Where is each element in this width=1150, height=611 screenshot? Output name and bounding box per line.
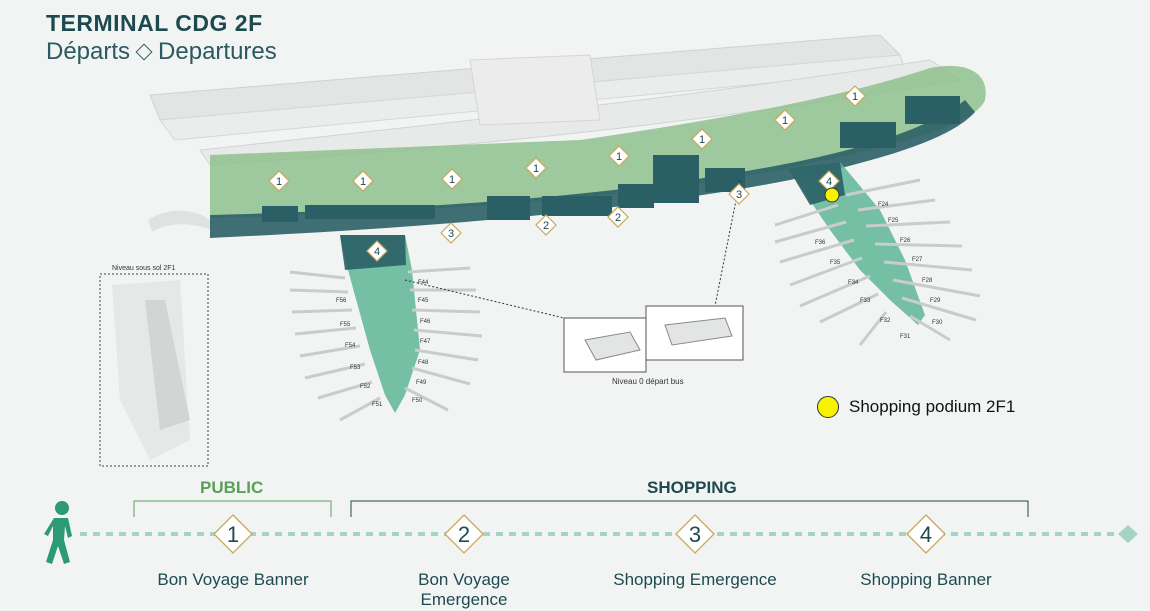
gate-label: F28 <box>922 278 933 284</box>
map-marker-1[interactable]: 1 <box>774 109 796 131</box>
timeline-end-diamond <box>1118 525 1138 543</box>
basement-inset-frame <box>99 273 209 467</box>
map-marker-1[interactable]: 1 <box>608 145 630 167</box>
map-marker-1[interactable]: 1 <box>352 170 374 192</box>
timeline-step-4: 4 <box>906 514 946 554</box>
left-pier <box>340 235 420 413</box>
gate-label: F35 <box>830 260 841 266</box>
page-subtitle: Départs Departures <box>46 38 277 66</box>
gate-label: F53 <box>350 365 361 371</box>
gate-label: F54 <box>345 343 356 349</box>
right-pier <box>788 162 925 325</box>
map-marker-4[interactable]: 4 <box>366 240 388 262</box>
map-marker-1[interactable]: 1 <box>441 168 463 190</box>
map-marker-number: 4 <box>374 246 380 258</box>
map-marker-number: 1 <box>782 115 788 127</box>
right-gate-fingers <box>774 178 981 346</box>
map-marker-number: 2 <box>543 220 549 232</box>
gate-label: F32 <box>880 318 891 324</box>
map-marker-1[interactable]: 1 <box>268 170 290 192</box>
map-markers: 111111111223344 <box>268 85 866 262</box>
gate-labels: F44 F45 F46 F47 F48 F49 F50 F56 F55 F54 … <box>336 202 943 408</box>
road-network <box>148 34 962 232</box>
legend: Shopping podium 2F1 <box>817 396 1015 418</box>
step-label-1: Bon Voyage Banner <box>157 570 309 589</box>
gate-label: F36 <box>815 240 826 246</box>
shopping-label: SHOPPING <box>647 478 737 497</box>
journey-timeline <box>80 500 1138 543</box>
gate-label: F45 <box>418 298 429 304</box>
timeline-step-number: 2 <box>458 522 470 547</box>
map-marker-number: 1 <box>449 174 455 186</box>
timeline-step-number: 3 <box>689 522 701 547</box>
gate-label: F31 <box>900 334 911 340</box>
timeline-step-2: 2 <box>444 514 484 554</box>
map-marker-number: 1 <box>699 134 705 146</box>
gate-label: F52 <box>360 384 371 390</box>
gate-label: F25 <box>888 218 899 224</box>
podium-legend-label: Shopping podium 2F1 <box>849 397 1016 416</box>
gate-label: F29 <box>930 298 941 304</box>
shopping-bracket <box>350 500 1029 517</box>
shopping-podium-marker[interactable] <box>824 187 840 203</box>
map-marker-1[interactable]: 1 <box>844 85 866 107</box>
gate-label: F46 <box>420 319 431 325</box>
map-marker-number: 3 <box>736 189 742 201</box>
page-title: TERMINAL CDG 2F <box>46 10 263 36</box>
gate-label: F44 <box>418 280 429 286</box>
map-marker-2[interactable]: 2 <box>535 214 557 236</box>
map-marker-1[interactable]: 1 <box>691 128 713 150</box>
pedestrian-icon <box>44 501 72 564</box>
public-zone <box>210 65 986 219</box>
map-marker-number: 1 <box>616 151 622 163</box>
gate-label: F49 <box>416 380 427 386</box>
gate-label: F47 <box>420 339 431 345</box>
map-marker-number: 1 <box>852 91 858 103</box>
shopping-blocks <box>262 96 960 222</box>
timeline-steps: 1 2 3 4 <box>213 514 946 554</box>
gate-label: F24 <box>878 202 889 208</box>
gate-label: F27 <box>912 257 923 263</box>
map-marker-number: 2 <box>615 212 621 224</box>
map-marker-number: 1 <box>276 176 282 188</box>
public-label: PUBLIC <box>200 478 264 497</box>
gate-label: F48 <box>418 360 429 366</box>
map-marker-number: 1 <box>360 176 366 188</box>
map-marker-number: 4 <box>826 176 832 188</box>
timeline-step-number: 1 <box>227 522 239 547</box>
gate-label: F26 <box>900 238 911 244</box>
basement-inset-label: Niveau sous sol 2F1 <box>112 265 176 272</box>
gate-label: F30 <box>932 320 943 326</box>
bus-inset-label: Niveau 0 départ bus <box>612 377 684 386</box>
gate-label: F56 <box>336 298 347 304</box>
gate-label: F34 <box>848 280 859 286</box>
map-marker-number: 3 <box>448 228 454 240</box>
map-marker-1[interactable]: 1 <box>525 157 547 179</box>
step-label-3: Shopping Emergence <box>613 570 777 589</box>
map-marker-2[interactable]: 2 <box>607 206 629 228</box>
gate-label: F51 <box>372 402 383 408</box>
step-label-4: Shopping Banner <box>860 570 992 589</box>
gate-label: F33 <box>860 298 871 304</box>
public-bracket <box>133 500 332 517</box>
map-marker-3[interactable]: 3 <box>728 183 750 205</box>
podium-legend-dot <box>817 396 839 418</box>
timeline-step-3: 3 <box>675 514 715 554</box>
bus-inset <box>563 305 744 373</box>
map-marker-number: 1 <box>533 163 539 175</box>
left-gate-fingers <box>289 266 483 422</box>
subtitle-french: Départs <box>46 38 131 65</box>
map-marker-3[interactable]: 3 <box>440 222 462 244</box>
gate-label: F55 <box>340 322 351 328</box>
gate-label: F50 <box>412 398 423 404</box>
timeline-step-number: 4 <box>920 522 932 547</box>
subtitle-english: Departures <box>158 38 277 65</box>
timeline-step-1: 1 <box>213 514 253 554</box>
step-label-2: Bon Voyage Emergence <box>418 570 510 609</box>
